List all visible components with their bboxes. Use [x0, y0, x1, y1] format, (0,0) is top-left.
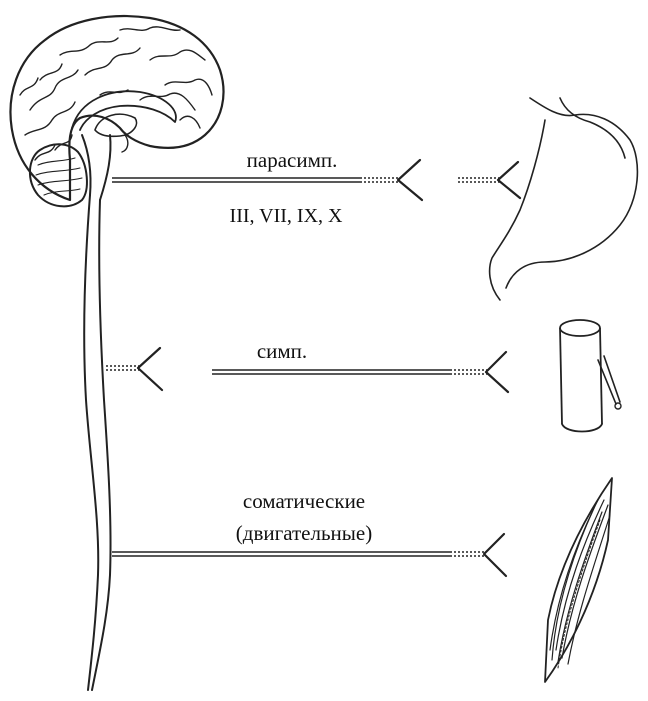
skeletal-muscle — [544, 477, 613, 683]
somatic-label-line1: соматические — [243, 489, 365, 513]
brain — [9, 15, 225, 208]
somatic-effector-synapse — [482, 532, 508, 578]
parasymp-ganglion-synapse — [396, 158, 424, 202]
parasympathetic-pathway — [112, 158, 522, 202]
stomach — [488, 97, 639, 301]
blood-vessel — [559, 319, 622, 433]
brain-gyri — [19, 26, 213, 161]
somatic-pathway — [112, 532, 508, 578]
thalamus — [94, 113, 138, 138]
corpus-callosum — [71, 90, 177, 131]
brainstem — [81, 134, 112, 201]
cerebellum — [29, 143, 88, 208]
symp-ganglion-synapse — [136, 346, 164, 392]
symp-effector-synapse — [484, 350, 510, 394]
parasymp-effector-synapse — [496, 160, 522, 200]
cranial-nerves-label: III, VII, IX, X — [230, 205, 343, 227]
sympathetic-label: симп. — [257, 339, 307, 363]
sympathetic-pathway — [106, 346, 510, 394]
spinal-cord — [83, 194, 112, 691]
somatic-label-line2: (двигательные) — [236, 521, 372, 545]
pituitary — [121, 134, 129, 153]
cerebrum-outline — [9, 15, 225, 202]
parasympathetic-label: парасимп. — [247, 148, 338, 172]
